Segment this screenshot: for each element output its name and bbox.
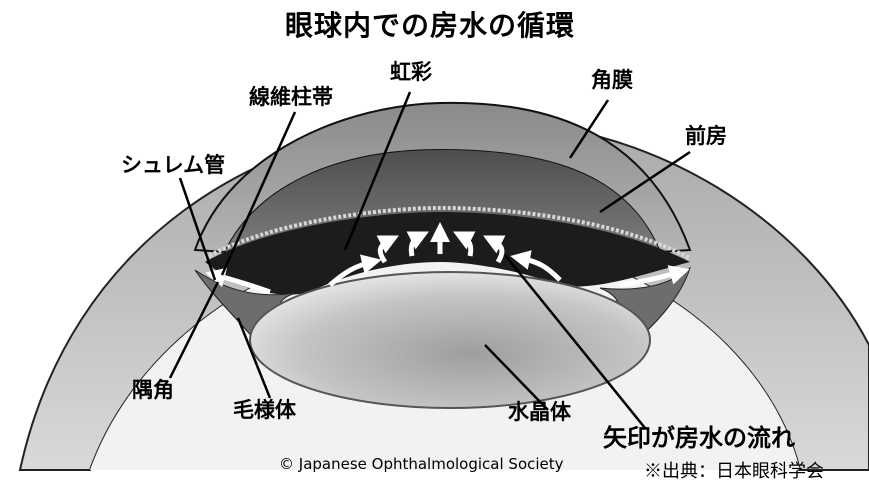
source-credit: ※出典：日本眼科学会 (644, 457, 824, 483)
lens-shape (250, 272, 650, 408)
diagram-title: 眼球内での房水の循環 (285, 12, 575, 40)
label-anterior-chamber: 前房 (685, 126, 727, 147)
label-lens: 水晶体 (508, 402, 571, 423)
label-iris: 虹彩 (390, 62, 432, 83)
label-zonule: 線維柱帯 (249, 87, 333, 108)
label-schlemm-canal: シュレム管 (121, 155, 225, 176)
copyright-notice: © Japanese Ophthalmological Society (279, 455, 564, 473)
label-ciliary-body: 毛様体 (233, 400, 296, 421)
label-angle: 隅角 (132, 380, 174, 401)
label-cornea: 角膜 (591, 70, 633, 91)
label-flow-note: 矢印が房水の流れ (603, 426, 795, 450)
